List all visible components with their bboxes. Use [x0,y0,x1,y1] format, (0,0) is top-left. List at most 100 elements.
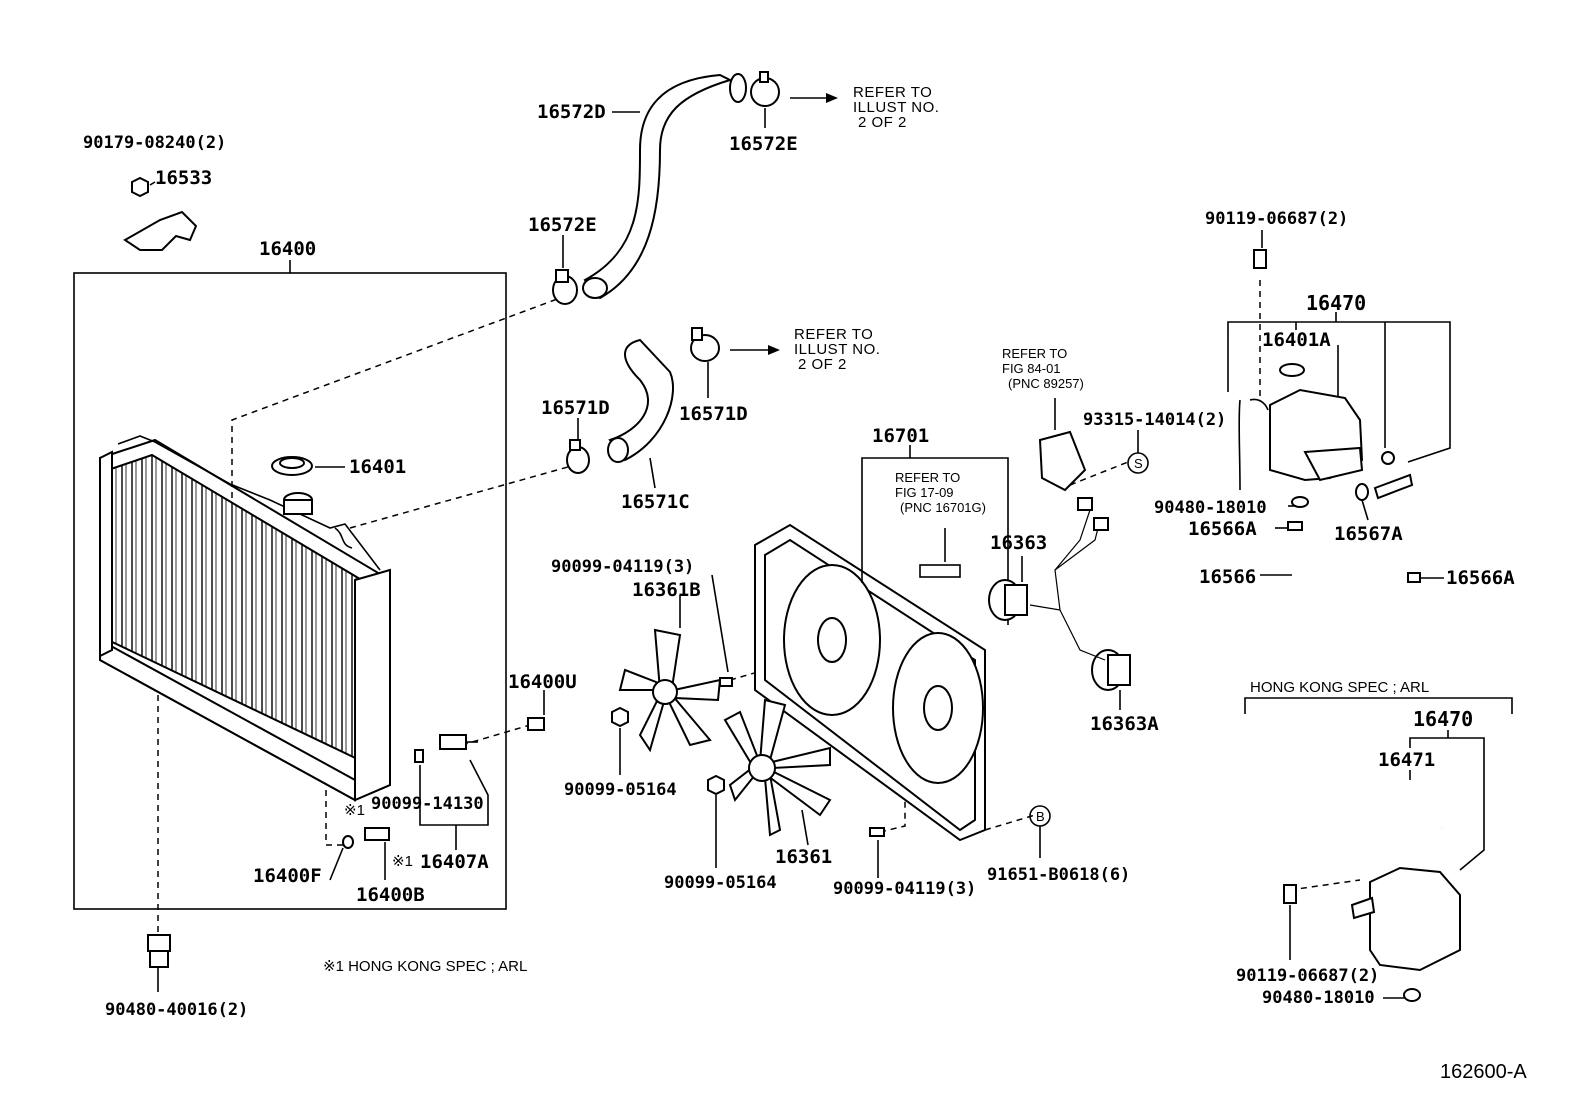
reservoir-hose-16567A[interactable] [1373,473,1414,500]
plug-90099-14130[interactable] [414,749,424,763]
label-16363A: 16363A [1090,713,1159,735]
switch-16407A[interactable] [439,734,478,750]
upper-hose-16572D[interactable] [582,73,747,300]
label-90099-05164-a: 90099-05164 [564,780,677,800]
nut-90179[interactable] [131,176,149,198]
bolt-90119-bot[interactable] [1283,884,1297,904]
nut-90099-05164-b[interactable] [707,774,725,796]
svg-text:FIG 84-01: FIG 84-01 [1002,361,1061,376]
grommet-90480-top[interactable] [1291,496,1309,508]
bolt-90099-04119-a[interactable] [719,677,733,687]
note-mark-1: ※1 [344,802,365,819]
refer-note-lower: REFER TO ILLUST NO. 2 OF 2 [794,326,880,373]
lower-hose-16571C[interactable] [607,338,674,463]
label-16566: 16566 [1199,566,1256,588]
label-90099-05164-b: 90099-05164 [664,873,777,893]
label-91651-B0618: 91651-B0618(6) [987,865,1130,885]
svg-text:REFER TO: REFER TO [794,326,873,343]
part-16400F[interactable] [342,835,354,849]
hose-clamp-16571D-right[interactable] [690,327,720,362]
label-90119-06687-bot: 90119-06687(2) [1236,966,1379,986]
clip-16566A-right[interactable] [1407,572,1421,583]
footnote: ※1 HONG KONG SPEC ; ARL [323,958,527,975]
label-90179-08240: 90179-08240(2) [83,133,226,153]
hose-16566[interactable] [1290,544,1406,596]
label-93315-14014: 93315-14014(2) [1083,410,1226,430]
label-16401A: 16401A [1262,329,1331,351]
label-16567A: 16567A [1334,523,1403,545]
label-16571D-right: 16571D [679,403,748,425]
nut-90099-05164-a[interactable] [611,706,629,728]
overflow-pipe-hk-16471[interactable] [1358,785,1453,855]
label-16566A-right: 16566A [1446,567,1515,589]
svg-text:2 OF 2: 2 OF 2 [798,356,847,373]
label-16533: 16533 [155,167,212,189]
refer-note-fig84: REFER TO FIG 84-01 (PNC 89257) [1002,346,1084,391]
refer-note-fig17: REFER TO FIG 17-09 (PNC 16701G) [895,470,986,515]
svg-text:REFER TO: REFER TO [895,470,960,485]
fan-16361[interactable] [723,698,832,837]
clip-16567[interactable] [1355,483,1369,501]
label-16572D: 16572D [537,101,606,123]
radiator-cap-16401[interactable] [271,456,313,476]
label-90119-06687-top: 90119-06687(2) [1205,209,1348,229]
svg-text:ILLUST NO.: ILLUST NO. [853,99,939,116]
overflow-pipe-top [1238,398,1269,491]
svg-text:FIG 17-09: FIG 17-09 [895,485,954,500]
reservoir-cap-16401A[interactable] [1279,363,1305,377]
label-16400F: 16400F [253,865,322,887]
svg-text:REFER TO: REFER TO [1002,346,1067,361]
label-16571D-left: 16571D [541,397,610,419]
part-16400B[interactable] [364,827,390,841]
fan-16361B[interactable] [618,628,722,753]
svg-text:(PNC 16701G): (PNC 16701G) [900,500,986,515]
fan-shroud-16701[interactable] [754,523,986,842]
label-16701: 16701 [872,425,929,447]
svg-text:2 OF 2: 2 OF 2 [858,114,907,131]
label-16470-top: 16470 [1306,291,1366,315]
hose-clamp-16572E-top[interactable] [750,71,780,107]
cushion-90480-40016[interactable] [147,934,171,968]
label-90099-14130: 90099-14130 [371,794,484,814]
label-16566A-left: 16566A [1188,518,1257,540]
svg-text:ILLUST NO.: ILLUST NO. [794,341,880,358]
label-90099-04119-b: 90099-04119(3) [833,879,976,899]
hose-clamp-16572E-left[interactable] [552,269,578,305]
grommet-90480-bot[interactable] [1403,988,1421,1002]
label-16400: 16400 [259,238,316,260]
label-90480-18010-bot: 90480-18010 [1262,988,1375,1008]
b-symbol-letter: B [1036,809,1045,824]
fan-motor-16363[interactable] [988,579,1028,621]
reservoir-tank-hk-16470[interactable] [1350,866,1461,972]
svg-text:REFER TO: REFER TO [853,84,932,101]
label-16572E-top: 16572E [729,133,798,155]
note-mark-2: ※1 [392,853,413,870]
reservoir-tank-16470[interactable] [1269,388,1364,482]
label-16361B: 16361B [632,579,701,601]
label-16401: 16401 [349,456,406,478]
fan-motor-16363A[interactable] [1091,649,1131,691]
clip-16566A-left[interactable] [1287,521,1303,531]
radiator-bracket-16533[interactable] [123,210,198,251]
label-16407A: 16407A [420,851,489,873]
figure-id: 162600-A [1440,1061,1527,1083]
clip-93315[interactable] [1381,451,1395,465]
label-plate [919,564,961,578]
label-90480-40016: 90480-40016(2) [105,1000,248,1020]
label-16363: 16363 [990,532,1047,554]
hose-clamp-16571D-left[interactable] [566,439,590,474]
label-16572E-left: 16572E [528,214,597,236]
relay-component[interactable] [1038,430,1087,492]
bolt-90119-top[interactable] [1253,249,1267,269]
drain-cock-16400U[interactable] [527,717,545,731]
svg-text:(PNC 89257): (PNC 89257) [1008,376,1084,391]
label-16400B: 16400B [356,884,425,906]
refer-note-upper: REFER TO ILLUST NO. 2 OF 2 [853,84,939,131]
radiator-core[interactable] [99,435,391,802]
radiator-filler-neck [283,492,353,549]
label-16571C: 16571C [621,491,690,513]
label-16361: 16361 [775,846,832,868]
s-symbol-letter: S [1134,456,1143,471]
label-90480-18010-top: 90480-18010 [1154,498,1267,518]
bolt-90099-04119-b[interactable] [869,827,885,837]
